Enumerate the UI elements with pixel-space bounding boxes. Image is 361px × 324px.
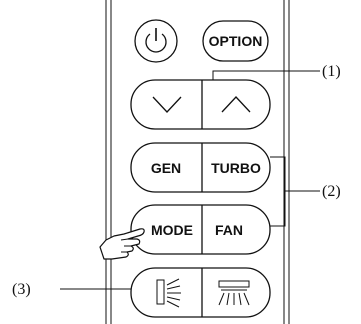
power-button[interactable] bbox=[134, 19, 178, 63]
mode-button[interactable]: MODE bbox=[131, 205, 202, 254]
gen-button[interactable]: GEN bbox=[131, 143, 202, 192]
swing-rocker bbox=[130, 267, 271, 318]
swing-vertical-button[interactable] bbox=[131, 268, 202, 317]
chevron-up-icon bbox=[221, 96, 251, 113]
mode-button-label: MODE bbox=[151, 222, 193, 238]
power-icon bbox=[145, 28, 167, 53]
pointing-hand-icon bbox=[99, 228, 145, 260]
gen-turbo-rocker bbox=[130, 142, 271, 193]
fan-button-label: FAN bbox=[215, 222, 243, 238]
callout-1-label: (1) bbox=[322, 63, 341, 80]
mode-fan-rocker bbox=[130, 204, 271, 255]
callout-3: (3) bbox=[12, 281, 131, 298]
swing-horizontal-button[interactable] bbox=[202, 268, 270, 317]
remote-body bbox=[105, 0, 290, 324]
option-button-label: OPTION bbox=[209, 33, 263, 49]
option-button[interactable]: OPTION bbox=[202, 20, 269, 62]
vertical-swing-icon bbox=[156, 278, 181, 308]
callout-2: (2) bbox=[270, 156, 341, 227]
down-button[interactable] bbox=[131, 80, 202, 129]
callout-3-label: (3) bbox=[12, 281, 31, 298]
callout-2-label: (2) bbox=[322, 183, 341, 200]
fan-button[interactable]: FAN bbox=[202, 205, 270, 254]
chevron-down-icon bbox=[152, 96, 182, 113]
updown-rocker bbox=[130, 79, 271, 130]
horizontal-swing-icon bbox=[218, 280, 250, 306]
turbo-button[interactable]: TURBO bbox=[202, 143, 270, 192]
up-button[interactable] bbox=[202, 80, 270, 129]
gen-button-label: GEN bbox=[151, 160, 181, 176]
callout-1: (1) bbox=[212, 63, 341, 80]
turbo-button-label: TURBO bbox=[211, 160, 261, 176]
